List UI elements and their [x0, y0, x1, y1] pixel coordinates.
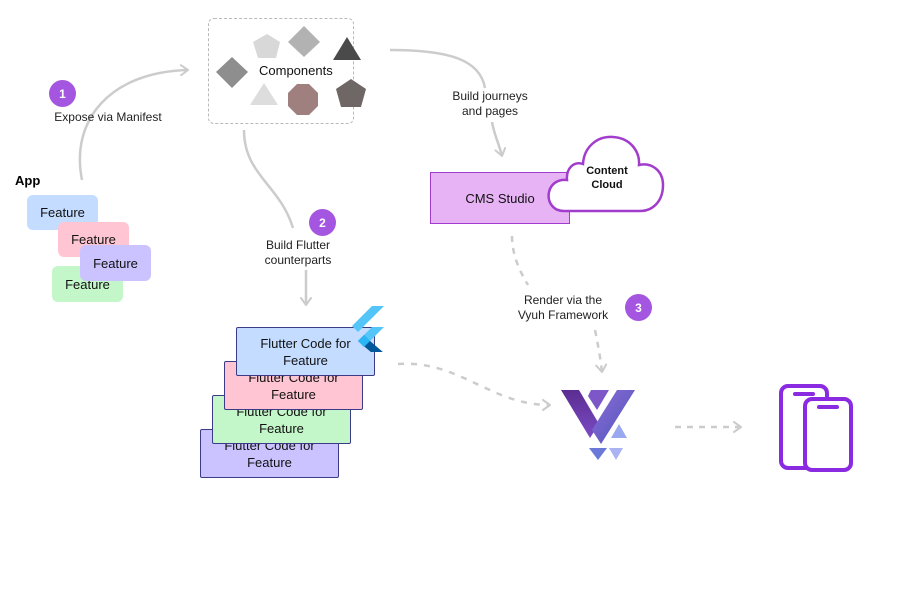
step-2-caption: Build Flutter counterparts	[248, 238, 348, 268]
mobile-devices-icon	[779, 384, 853, 472]
step-2-caption-line1: Build Flutter	[265, 238, 331, 252]
flutter-card-3-line2: Feature	[259, 420, 304, 436]
arrow-flutter-to-vyuh	[397, 362, 551, 411]
octagon-shape	[288, 84, 318, 115]
flutter-card-2-line2: Feature	[271, 386, 316, 402]
arrow-app-to-components	[78, 64, 189, 181]
cloud-line2: Cloud	[591, 179, 623, 191]
step-1-badge: 1	[49, 80, 76, 107]
step-2-badge: 2	[309, 209, 336, 236]
cloud-line1: Content	[586, 165, 628, 177]
diamond-shape	[288, 26, 320, 57]
pentagon-shape	[253, 34, 280, 58]
flutter-card-1-line1: Flutter Code for	[260, 335, 351, 351]
vyuh-logo-icon	[561, 390, 635, 460]
arrow-components-to-step2	[242, 129, 295, 229]
diamond-shape-left	[216, 57, 248, 88]
step-1-caption: Expose via Manifest	[54, 110, 162, 124]
arrow-components-to-cms	[389, 48, 487, 89]
components-label: Components	[259, 63, 333, 78]
flutter-card-1-line2: Feature	[283, 352, 328, 368]
arrow-step3-to-vyuh	[593, 329, 608, 373]
app-title: App	[15, 173, 41, 188]
step-3-caption: Render via the Vyuh Framework	[503, 293, 623, 323]
arrow-cms-to-step3	[510, 235, 530, 286]
content-cloud-label: Content Cloud	[568, 164, 646, 192]
feature-card-purple: Feature	[80, 245, 151, 281]
step-3-caption-line1: Render via the	[523, 293, 603, 307]
triangle-shape-light	[250, 83, 278, 105]
step-3-caption-line2: Vyuh Framework	[517, 308, 609, 322]
step-2-caption-line2: counterparts	[264, 253, 332, 267]
journeys-caption-line2: and pages	[461, 104, 519, 118]
flutter-card-4-line2: Feature	[247, 454, 292, 470]
cms-studio-box: CMS Studio	[430, 172, 570, 224]
journeys-caption: Build journeys and pages	[438, 89, 542, 119]
flutter-logo-icon	[352, 306, 384, 352]
arrow-journeys-to-cms	[490, 121, 507, 157]
journeys-caption-line1: Build journeys	[452, 89, 528, 103]
step-3-badge: 3	[625, 294, 652, 321]
pentagon-shape-dark	[336, 79, 366, 107]
content-cloud-icon	[547, 135, 665, 213]
triangle-shape	[333, 37, 361, 60]
